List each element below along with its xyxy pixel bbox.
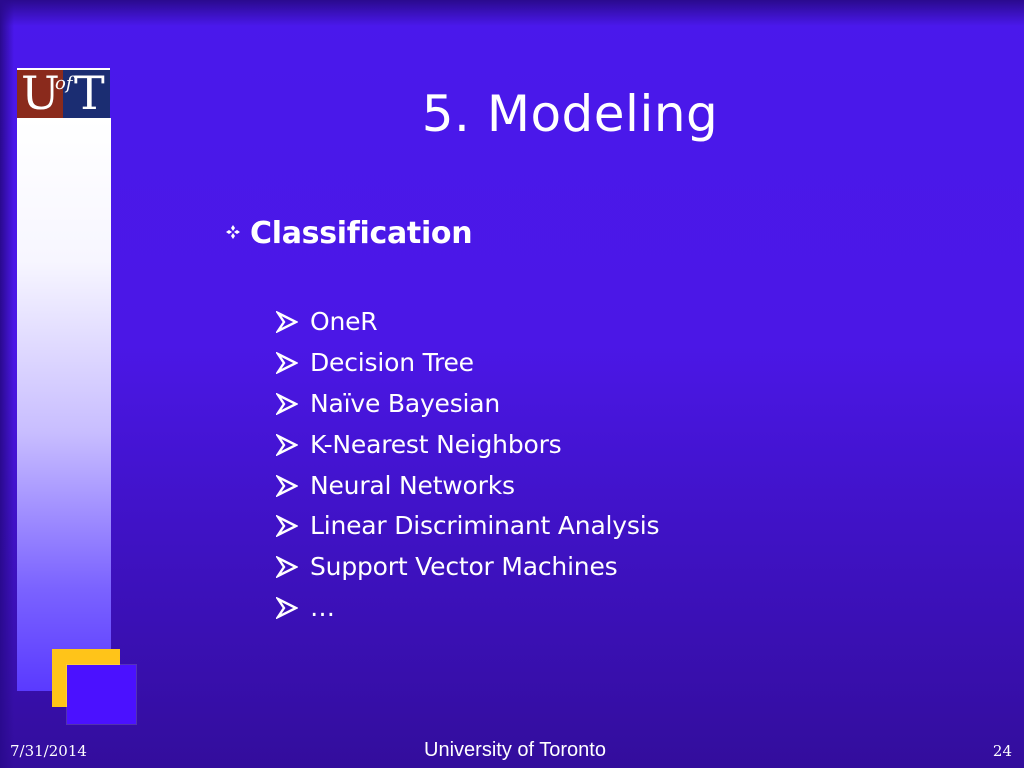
list-item: K-Nearest Neighbors — [276, 424, 659, 465]
logo-right-panel — [63, 70, 110, 118]
slide-title: 5. Modeling — [421, 85, 719, 143]
list-item-label: Decision Tree — [310, 348, 474, 378]
university-logo: U of T — [17, 68, 110, 118]
arrowhead-bullet-icon — [276, 433, 300, 456]
arrowhead-bullet-icon — [276, 515, 300, 538]
list-item-label: Linear Discriminant Analysis — [310, 511, 660, 541]
section-heading: Classification — [226, 214, 473, 254]
arrowhead-bullet-icon — [276, 596, 300, 619]
list-item: OneR — [276, 302, 659, 343]
arrowhead-bullet-icon — [276, 474, 300, 497]
list-item-label: Neural Networks — [310, 470, 515, 500]
list-item-label: K-Nearest Neighbors — [310, 429, 562, 459]
decorative-blue-square — [67, 665, 136, 724]
list-item: Linear Discriminant Analysis — [276, 506, 659, 547]
slide-top-shadow — [0, 0, 1024, 26]
classification-methods-list: OneR Decision Tree Naïve Bayesian K-Near… — [276, 302, 659, 628]
arrowhead-bullet-icon — [276, 392, 300, 415]
left-gradient-bar — [17, 118, 111, 691]
list-item: … — [276, 588, 659, 629]
list-item-label: OneR — [310, 307, 378, 337]
footer-page-number: 24 — [992, 742, 1012, 760]
arrowhead-bullet-icon — [276, 311, 300, 334]
footer-university-name: University of Toronto — [424, 739, 606, 761]
list-item: Support Vector Machines — [276, 547, 659, 588]
list-item-label: Naïve Bayesian — [310, 388, 501, 418]
arrowhead-bullet-icon — [276, 352, 300, 375]
list-item: Decision Tree — [276, 343, 659, 384]
list-item-label: … — [310, 592, 335, 622]
four-diamond-bullet-icon — [226, 214, 240, 254]
slide-left-shadow — [0, 0, 14, 768]
footer-date: 7/31/2014 — [10, 742, 87, 760]
logo-left-panel — [17, 70, 63, 118]
arrowhead-bullet-icon — [276, 556, 300, 579]
logo-letters-of: of — [55, 73, 73, 94]
list-item-label: Support Vector Machines — [310, 552, 618, 582]
list-item: Neural Networks — [276, 465, 659, 506]
logo-letter-t: T — [74, 66, 105, 120]
section-title-classification: Classification — [250, 216, 473, 251]
list-item: Naïve Bayesian — [276, 384, 659, 425]
logo-letter-u: U — [21, 66, 60, 120]
